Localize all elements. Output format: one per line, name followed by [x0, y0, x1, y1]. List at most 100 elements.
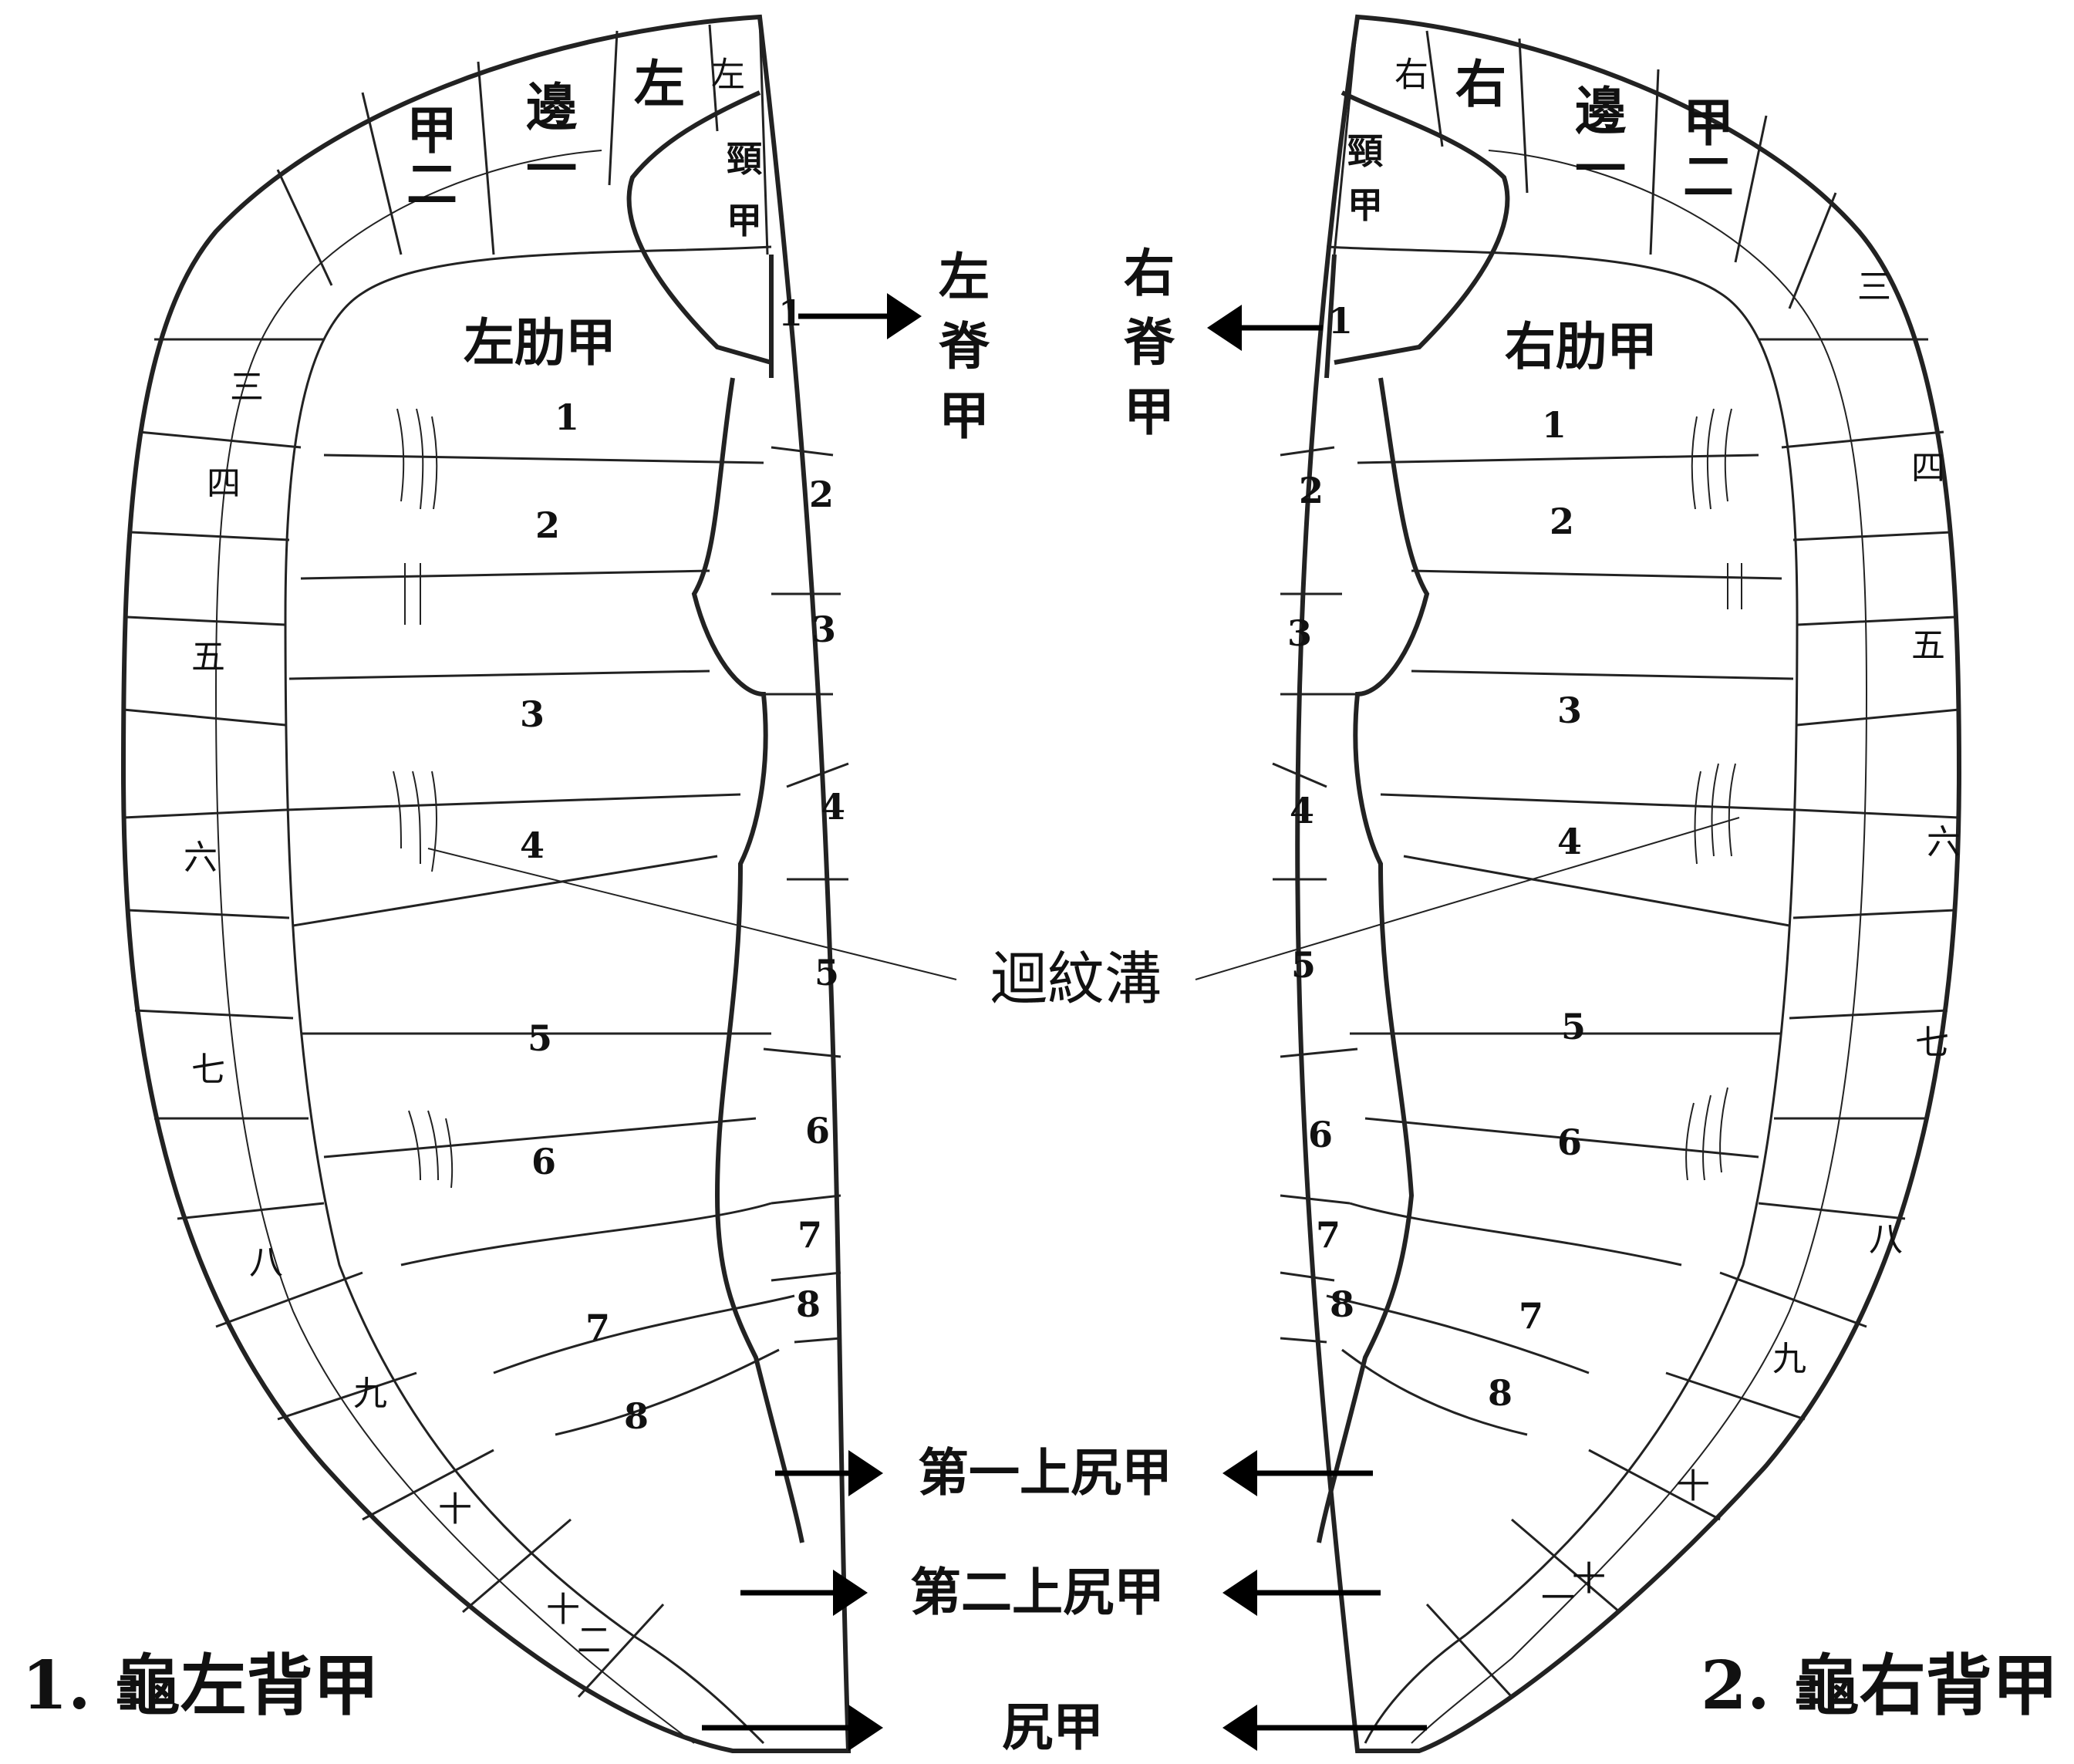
right-marginal-13a: 一	[1541, 1579, 1575, 1618]
left-vertebral-boundary	[691, 255, 804, 1543]
caudal-label: 尻甲	[1002, 1697, 1104, 1757]
right-vertebral-2: 2	[1299, 470, 1324, 511]
left-costal-1: 1	[555, 396, 579, 438]
left-neck-label-2: 甲	[727, 200, 762, 241]
right-vertebral-6: 6	[1308, 1114, 1333, 1155]
left-marginal-9: 七	[191, 1051, 225, 1090]
right-costal-5: 5	[1561, 1006, 1586, 1047]
right-marginal-3b: 一	[1575, 139, 1626, 199]
left-vertebral-label-1: 左	[939, 247, 990, 307]
left-costal-8: 8	[624, 1395, 649, 1437]
left-marginal-6: 四	[207, 464, 241, 504]
right-marginal-8: 六	[1927, 823, 1961, 862]
left-growth-grooves	[393, 408, 454, 1189]
right-marginal-10: 八	[1869, 1220, 1903, 1260]
right-marginal-3a: 邊	[1575, 81, 1627, 141]
left-caption: 1. 龜左背甲	[22, 1647, 379, 1725]
right-vertebral-5: 5	[1291, 944, 1316, 986]
left-marginal-11: 九	[353, 1374, 387, 1414]
right-carapace: 右 右 邊 一 甲 二 三 四 五 六 七 八 九 十 一 十 頸 甲 右肋甲 …	[1124, 14, 2059, 1753]
right-marginal-4a: 甲	[1683, 93, 1734, 153]
right-neck-scute	[1334, 90, 1510, 365]
left-neck-label-1: 頸	[727, 138, 762, 180]
supracaudal-2-label: 第二上尻甲	[910, 1562, 1165, 1622]
right-vertebral-1: 1	[1328, 300, 1353, 342]
left-costal-3: 3	[520, 693, 545, 735]
left-marginal-10: 八	[249, 1243, 283, 1283]
center-annotations: 迴紋溝 第一上尻甲 第二上尻甲 尻甲	[702, 946, 1427, 1757]
right-marginal-2: 右	[1455, 54, 1506, 114]
right-marginal-outer-band	[1411, 150, 1868, 1744]
right-marginal-6: 四	[1911, 449, 1945, 488]
right-growth-grooves	[1685, 408, 1742, 1181]
left-marginal-2: 左	[634, 54, 685, 114]
left-marginal-12: 十	[438, 1490, 472, 1530]
right-costal-1: 1	[1542, 404, 1566, 446]
right-marginal-12: 十	[1676, 1467, 1710, 1506]
left-neck-scute	[626, 90, 772, 365]
right-marginal-9: 七	[1915, 1024, 1949, 1063]
left-costal-2: 2	[535, 504, 560, 546]
left-marginal-5: 三	[230, 368, 264, 407]
left-vertebral-3: 3	[811, 609, 836, 650]
right-marginal-1: 右	[1394, 56, 1428, 95]
left-costal-7: 7	[585, 1307, 610, 1348]
right-shell-outline	[1295, 14, 1962, 1753]
right-costal-2: 2	[1550, 501, 1574, 542]
left-costal-6: 6	[531, 1141, 556, 1182]
left-shell-outline	[120, 14, 852, 1753]
left-groove-pointer	[427, 848, 957, 980]
left-marginal-3a: 邊	[526, 77, 578, 137]
left-marginal-4b: 二	[406, 154, 457, 214]
left-vertebral-7: 7	[798, 1214, 822, 1256]
left-costal-title: 左肋甲	[464, 312, 616, 373]
right-marginal-5: 三	[1857, 268, 1891, 307]
left-costal-5: 5	[528, 1017, 552, 1059]
left-marginal-outer-band	[214, 150, 695, 1744]
right-costal-8: 8	[1488, 1372, 1513, 1414]
right-costal-3: 3	[1557, 690, 1582, 731]
left-vertebral-label-3: 甲	[939, 386, 990, 446]
right-vertebral-8: 8	[1330, 1283, 1354, 1325]
left-carapace: 左 左 邊 一 甲 二 三 四 五 六 七 八 九 十 十 二 頸 甲 左肋甲 …	[22, 14, 990, 1753]
left-vertebral-2: 2	[809, 474, 834, 515]
left-marginal-4a: 甲	[406, 100, 457, 160]
right-costal-7: 7	[1519, 1295, 1543, 1337]
right-costal-6: 6	[1557, 1121, 1582, 1163]
right-marginal-4b: 二	[1683, 147, 1734, 207]
right-vertebral-3: 3	[1287, 612, 1312, 654]
left-vertebral-6: 6	[805, 1110, 830, 1152]
right-vertebral-label-3: 甲	[1124, 382, 1175, 442]
left-vertebral-8: 8	[796, 1283, 821, 1325]
left-marginal-inner	[284, 245, 772, 1745]
right-vertebral-label-2: 脊	[1124, 312, 1175, 373]
right-vertebral-boundary	[1317, 254, 1430, 1543]
left-vertebral-5: 5	[814, 952, 839, 993]
left-marginal-3b: 一	[526, 139, 577, 199]
left-vertebral-1: 1	[778, 292, 803, 334]
right-groove-pointer	[1195, 817, 1740, 980]
right-vertebral-7: 7	[1316, 1214, 1341, 1256]
left-costal-4: 4	[520, 825, 545, 866]
groove-label: 迴紋溝	[990, 946, 1162, 1012]
right-neck-label-1: 頸	[1347, 130, 1383, 172]
right-caption: 2. 龜右背甲	[1701, 1647, 2059, 1725]
right-vertebral-label-1: 右	[1124, 243, 1175, 303]
right-neck-label-2: 甲	[1347, 184, 1383, 226]
left-marginal-7: 五	[191, 638, 225, 677]
left-marginal-8: 六	[184, 838, 218, 878]
right-marginal-11: 九	[1772, 1340, 1806, 1379]
right-costal-title: 右肋甲	[1505, 316, 1658, 376]
right-marginal-inner	[1326, 245, 1799, 1744]
left-marginal-1: 左	[711, 56, 745, 95]
right-costal-4: 4	[1557, 821, 1582, 862]
right-vertebral-4: 4	[1290, 790, 1314, 831]
right-marginal-13b: 十	[1572, 1560, 1606, 1599]
left-marginal-13b: 二	[577, 1621, 611, 1661]
supracaudal-1-label: 第一上尻甲	[918, 1442, 1172, 1503]
left-marginal-13a: 十	[546, 1590, 580, 1630]
left-vertebral-4: 4	[821, 786, 845, 828]
left-vertebral-label-2: 脊	[939, 316, 990, 376]
right-marginal-7: 五	[1911, 626, 1945, 666]
